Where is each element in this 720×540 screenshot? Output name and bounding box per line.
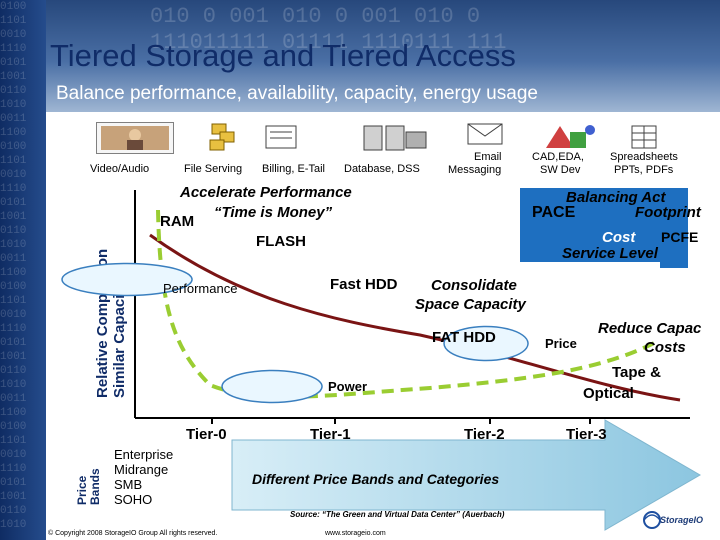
copyright-note: © Copyright 2008 StorageIO Group All rig… [48, 530, 218, 537]
power-curve [156, 209, 661, 399]
usage-label-email-1: Email [474, 151, 502, 163]
performance-ellipse [61, 262, 193, 297]
usage-label-file: File Serving [184, 163, 243, 175]
price-bubble [443, 325, 529, 362]
service-level-label: Service Level [562, 245, 658, 262]
tier-1-label: Tier-1 [310, 426, 351, 443]
pace-label: PACE [532, 204, 576, 221]
video-audio-icon [96, 122, 174, 154]
tier-0-label: Tier-0 [186, 426, 227, 443]
performance-label: Performance [163, 281, 238, 296]
accelerate-label: Accelerate Performance [180, 184, 352, 201]
time-money-label: “Time is Money” [214, 204, 333, 221]
band-midrange: Midrange [114, 462, 169, 477]
band-soho: SOHO [114, 492, 153, 507]
usage-label-sheets-1: Spreadsheets [610, 151, 678, 163]
price-curve [149, 233, 681, 402]
email-icon [466, 122, 506, 152]
band-enterprise: Enterprise [114, 447, 174, 462]
consolidate-label-1: Consolidate [431, 277, 517, 294]
website-url[interactable]: www.storageio.com [325, 530, 386, 537]
ram-label: RAM [160, 213, 195, 230]
usage-label-cad-2: SW Dev [540, 164, 581, 176]
cost-label: Cost [602, 229, 636, 246]
fat-hdd-label: FAT HDD [432, 329, 496, 346]
tier-2-label: Tier-2 [464, 426, 505, 443]
usage-label-cad-1: CAD,EDA, [532, 151, 584, 163]
usage-label-sheets-2: PPTs, PDFs [614, 164, 674, 176]
price-bands-list: Enterprise Midrange SMB SOHO [114, 447, 173, 507]
cad-icon [540, 122, 598, 152]
price-label: Price [545, 336, 577, 351]
usage-label-video: Video/Audio [90, 163, 150, 175]
file-serving-icon [200, 122, 252, 152]
flash-label: FLASH [256, 233, 306, 250]
logo-text: StorageIO [660, 515, 704, 525]
usage-label-email-2: Messaging [448, 164, 502, 176]
balance-box [520, 188, 688, 268]
reduce-label-1: Reduce Capac [598, 320, 702, 337]
spreadsheet-icon [618, 122, 668, 152]
price-bands-arrow [231, 419, 701, 531]
usage-label-billing: Billing, E-Tail [262, 163, 325, 175]
band-smb: SMB [114, 477, 143, 492]
fast-hdd-label: Fast HDD [330, 276, 398, 293]
price-bands-arrow-label: Different Price Bands and Categories [252, 471, 500, 487]
tape-label-2: Optical [583, 385, 634, 402]
source-note: Source: “The Green and Virtual Data Cent… [290, 510, 505, 519]
database-icon [342, 122, 432, 152]
billing-icon [262, 122, 302, 152]
consolidate-label-2: Space Capacity [415, 296, 526, 313]
slide-subtitle: Balance performance, availability, capac… [56, 83, 538, 104]
pcfe-label: PCFE [661, 229, 699, 245]
footprint-label: Footprint [635, 204, 701, 221]
slide-title: Tiered Storage and Tiered Access [50, 38, 516, 73]
usage-label-database: Database, DSS [344, 163, 420, 175]
power-bubble [221, 369, 323, 404]
tier-3-label: Tier-3 [566, 426, 607, 443]
reduce-label-2: Costs [644, 339, 686, 356]
tape-label-1: Tape & [612, 364, 661, 381]
power-label: Power [328, 379, 368, 394]
storageio-logo: StorageIO [640, 508, 704, 532]
balancing-act-label: Balancing Act [566, 189, 666, 206]
